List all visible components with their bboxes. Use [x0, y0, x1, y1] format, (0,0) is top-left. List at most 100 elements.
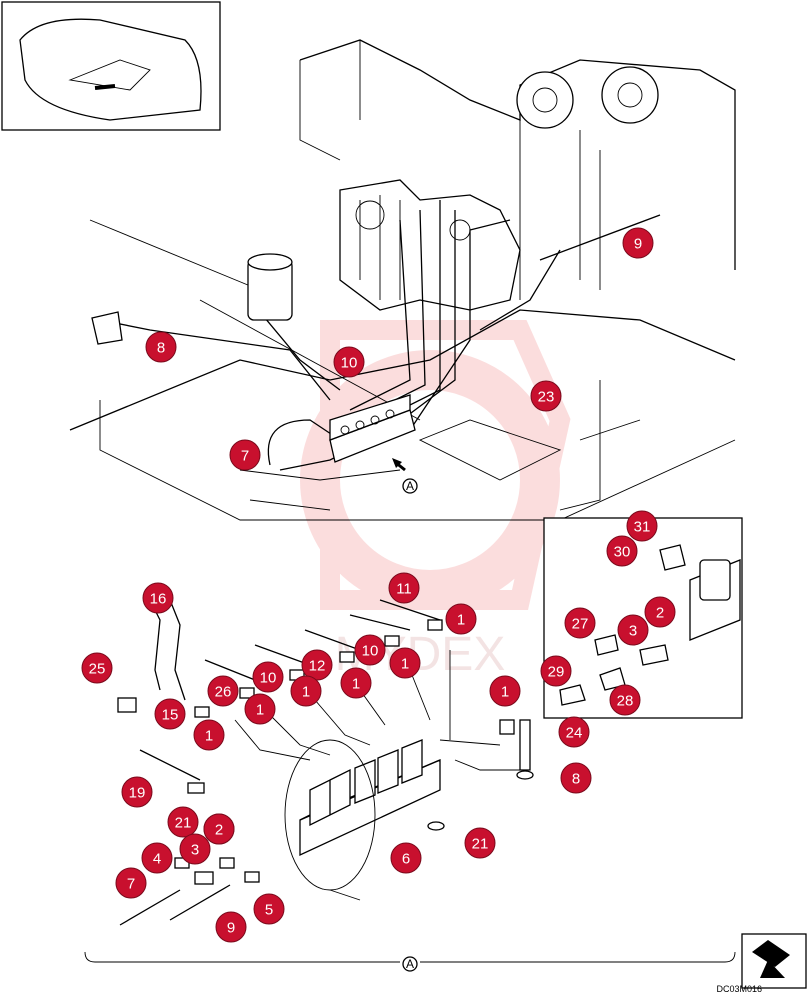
callout-30: 30 [606, 535, 638, 567]
callout-label: 10 [362, 643, 379, 660]
callout-circle [558, 716, 590, 748]
callout-11: 11 [388, 572, 420, 604]
callout-circle [540, 655, 572, 687]
callout-label: 7 [127, 876, 135, 893]
callout-7: 7 [115, 867, 147, 899]
callout-label: 15 [162, 707, 179, 724]
callout-circle [215, 911, 247, 943]
callout-4: 4 [141, 842, 173, 874]
callout-16: 16 [142, 582, 174, 614]
callout-24: 24 [558, 716, 590, 748]
drawing-code: DC03M016 [716, 984, 762, 994]
view-arrow-upper: A [392, 458, 418, 494]
callout-circle [290, 675, 322, 707]
callout-circle [244, 693, 276, 725]
callout-15: 15 [154, 698, 186, 730]
callout-label: 24 [566, 725, 583, 742]
view-direction-icon [741, 933, 807, 989]
callout-12: 12 [301, 649, 333, 681]
callout-5: 5 [253, 893, 285, 925]
callout-label: 28 [617, 693, 634, 710]
callout-circle [445, 603, 477, 635]
callout-7: 7 [229, 439, 261, 471]
callout-circle [644, 596, 676, 628]
callout-label: 25 [89, 661, 106, 678]
callout-label: 3 [629, 623, 637, 640]
callout-21: 21 [464, 827, 496, 859]
callout-circle [464, 827, 496, 859]
callout-8: 8 [145, 331, 177, 363]
callout-circle [207, 675, 239, 707]
callout-label: 10 [341, 355, 358, 372]
callout-circle [229, 439, 261, 471]
callout-label: 11 [396, 581, 412, 598]
callout-label: 29 [548, 664, 565, 681]
callout-label: 26 [215, 684, 232, 701]
exploded-assembly [117, 599, 534, 926]
callout-label: 9 [227, 920, 235, 937]
callout-29: 29 [540, 655, 572, 687]
callout-2: 2 [203, 813, 235, 845]
callout-circle [179, 833, 211, 865]
callout-9: 9 [622, 227, 654, 259]
callout-circle [489, 675, 521, 707]
callout-10: 10 [333, 346, 365, 378]
callout-label: 1 [256, 702, 264, 719]
callout-19: 19 [121, 776, 153, 808]
callout-circle [530, 380, 562, 412]
callout-10: 10 [354, 634, 386, 666]
callout-circle [121, 776, 153, 808]
callout-label: 23 [538, 389, 555, 406]
callout-label: 2 [215, 822, 223, 839]
callout-circle [301, 649, 333, 681]
callout-label: 1 [302, 684, 310, 701]
callout-2: 2 [644, 596, 676, 628]
callout-label: 1 [352, 676, 360, 693]
callout-label: 19 [129, 785, 146, 802]
callout-label: 31 [634, 519, 651, 536]
filter-unit [91, 253, 293, 345]
callout-28: 28 [609, 684, 641, 716]
callout-1: 1 [389, 647, 421, 679]
bottom-bracket: A [84, 951, 736, 972]
svg-text:A: A [406, 479, 414, 493]
callout-label: 3 [191, 842, 199, 859]
callout-circle [333, 346, 365, 378]
callout-circle [354, 634, 386, 666]
callout-8: 8 [560, 762, 592, 794]
callout-3: 3 [617, 614, 649, 646]
inset-thumbnail [1, 1, 221, 131]
callout-circle [193, 719, 225, 751]
callout-1: 1 [445, 603, 477, 635]
callout-25: 25 [81, 652, 113, 684]
callout-label: 8 [157, 340, 165, 357]
callout-circle [145, 331, 177, 363]
callout-label: 8 [572, 771, 580, 788]
callout-circle [203, 813, 235, 845]
callout-label: 10 [260, 670, 277, 687]
callout-1: 1 [290, 675, 322, 707]
callout-circle [252, 661, 284, 693]
callout-circle [622, 227, 654, 259]
callout-circle [606, 535, 638, 567]
callout-circle [390, 842, 422, 874]
callout-1: 1 [489, 675, 521, 707]
callout-label: 5 [265, 902, 273, 919]
callout-label: 27 [572, 616, 589, 633]
callout-circle [617, 614, 649, 646]
callout-circle [154, 698, 186, 730]
callout-circle [564, 607, 596, 639]
callout-circle [81, 652, 113, 684]
callout-label: 4 [153, 851, 161, 868]
callout-9: 9 [215, 911, 247, 943]
callout-circle [115, 867, 147, 899]
callout-label: 21 [175, 815, 192, 832]
callout-label: 7 [241, 448, 249, 465]
callout-3: 3 [179, 833, 211, 865]
callout-circle [340, 667, 372, 699]
callout-6: 6 [390, 842, 422, 874]
callout-label: 21 [472, 836, 489, 853]
callout-circle [253, 893, 285, 925]
